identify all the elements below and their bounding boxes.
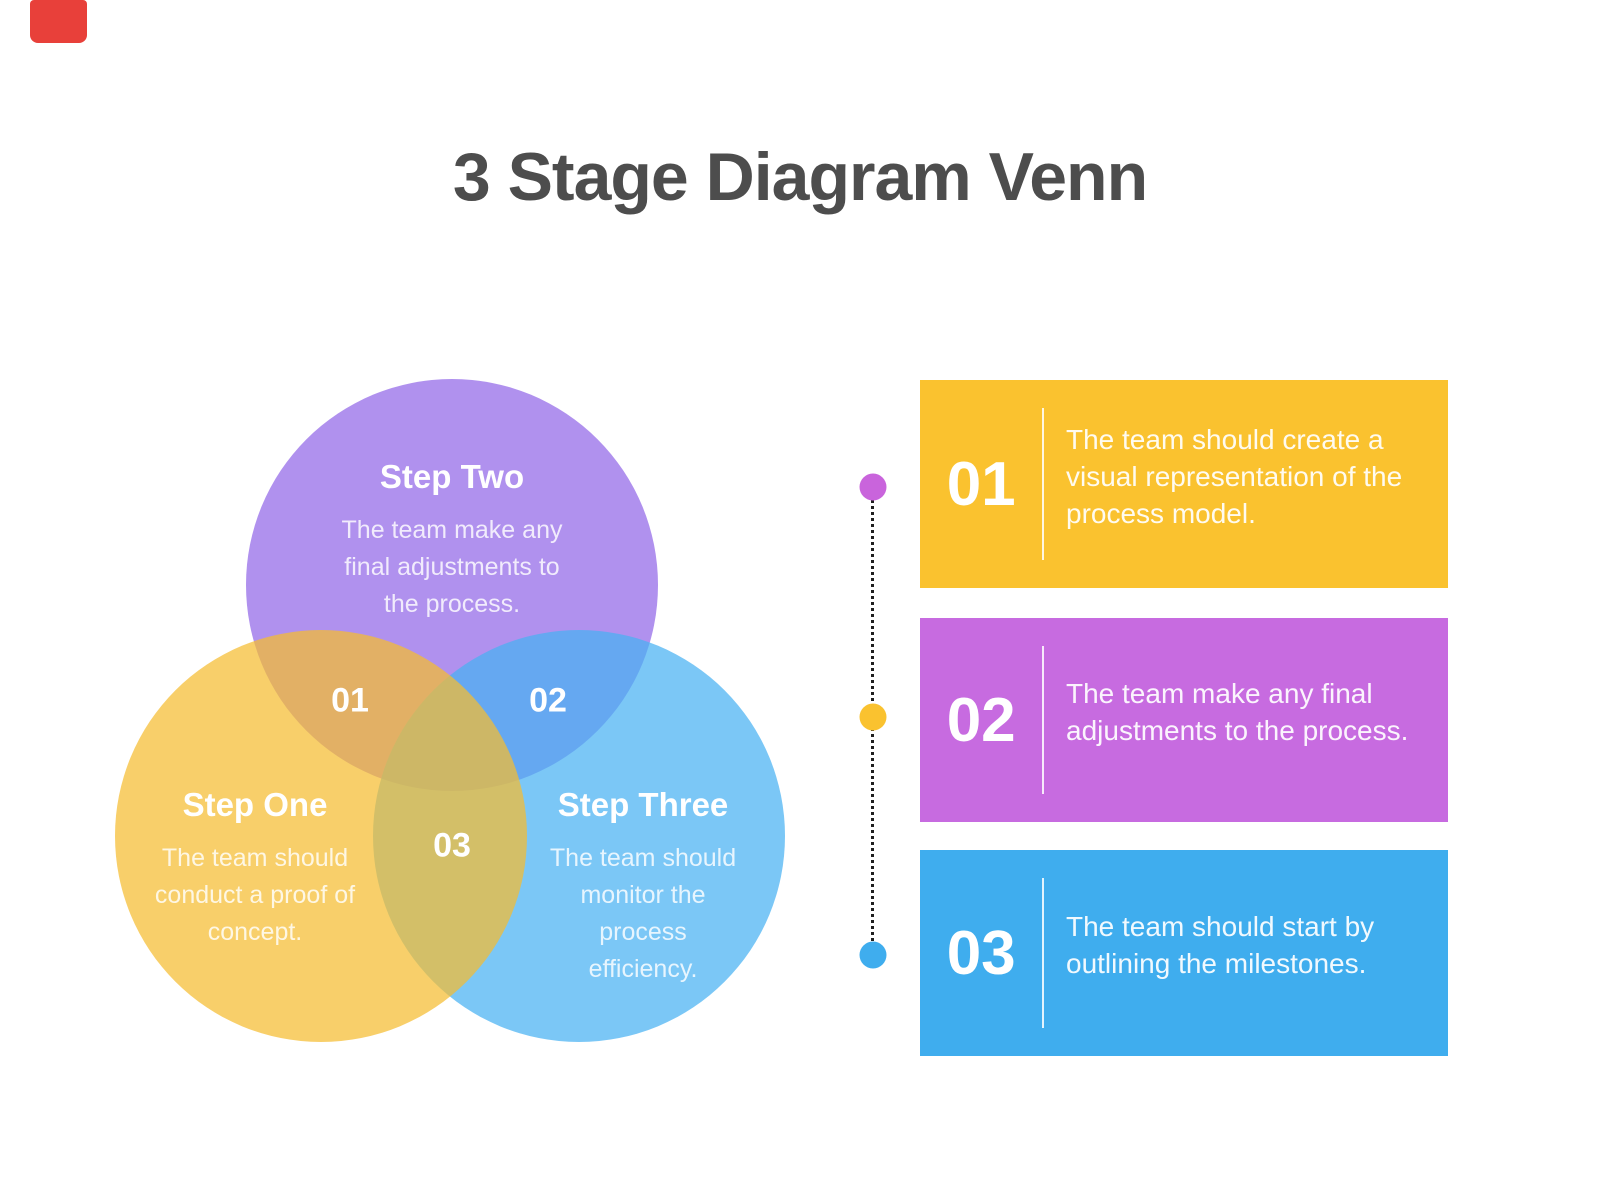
card-number: 01 <box>946 449 1016 519</box>
card-divider <box>1042 646 1044 794</box>
corner-red-mark <box>30 0 87 43</box>
overlap-label-03: 03 <box>433 826 471 865</box>
overlap-label-01: 01 <box>331 681 369 720</box>
card-text: The team should start by outlining the m… <box>1066 911 1375 979</box>
page-title: 3 Stage Diagram Venn <box>452 139 1148 215</box>
step-card-01: 01 The team should create a visual repre… <box>920 380 1448 588</box>
step-two-title: Step Two <box>379 458 525 495</box>
step-card-02: 02 The team make any final adjustments t… <box>920 618 1448 822</box>
step-two-description: The team make any final adjustments to t… <box>341 516 563 618</box>
card-number: 03 <box>946 918 1016 988</box>
card-number: 02 <box>946 685 1016 755</box>
step-three-description: The team should monitor the process effi… <box>549 844 737 983</box>
card-text: The team make any final adjustments to t… <box>1066 678 1409 746</box>
timeline-dot-icon <box>859 703 887 731</box>
timeline-dot-icon <box>859 941 887 969</box>
card-divider <box>1042 408 1044 560</box>
card-text: The team should create a visual represen… <box>1066 423 1403 529</box>
step-one-title: Step One <box>182 786 328 823</box>
venn-circle-step-one <box>115 630 527 1042</box>
card-divider <box>1042 878 1044 1028</box>
step-one-description: The team should conduct a proof of conce… <box>154 844 356 946</box>
step-three-title: Step Three <box>557 786 729 823</box>
overlap-label-02: 02 <box>529 681 567 720</box>
step-card-03: 03 The team should start by outlining th… <box>920 850 1448 1056</box>
timeline-dot-icon <box>859 473 887 501</box>
